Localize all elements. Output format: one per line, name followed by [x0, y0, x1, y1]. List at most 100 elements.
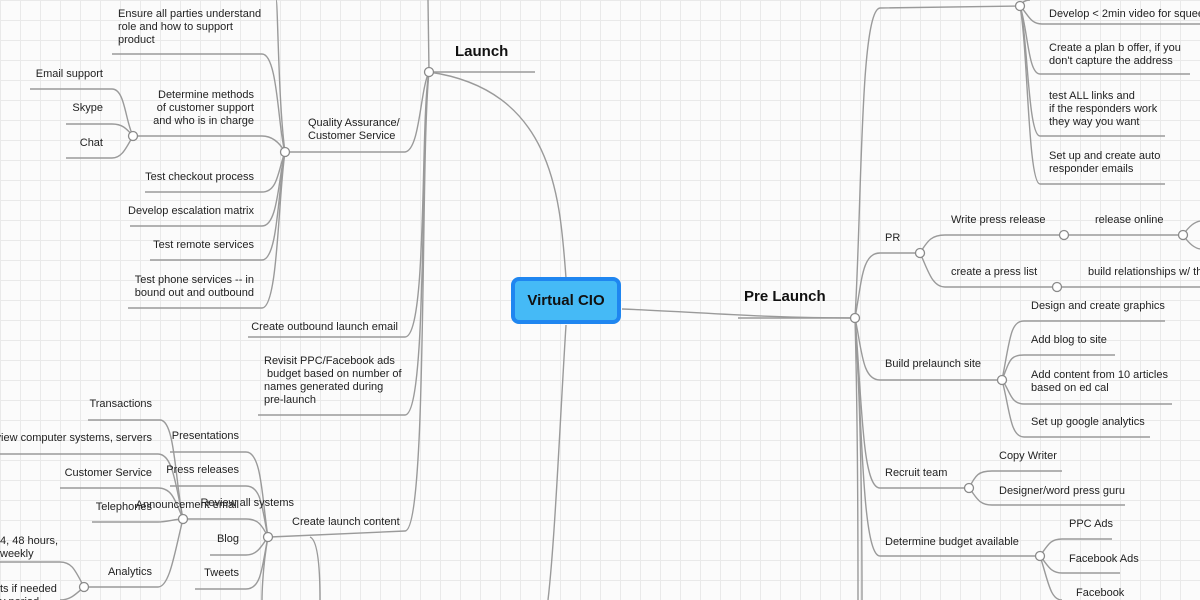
edge-prelaunch-pr: [854, 252, 920, 319]
edge-review-analytics: [84, 518, 184, 588]
topic-copy-writer[interactable]: Copy Writer: [999, 450, 1057, 462]
topic-ppc-ads[interactable]: PPC Ads: [1069, 518, 1114, 530]
edge-qa-methods: [133, 135, 286, 153]
topic-pr[interactable]: PR: [885, 232, 900, 244]
edge-review-servers: [0, 453, 184, 520]
edge-squeeze-auto: [1019, 5, 1165, 185]
edge-center-launch-bottom: [547, 324, 567, 600]
topic-press-releases[interactable]: Press releases: [166, 464, 239, 476]
site-node-dot[interactable]: [996, 374, 1008, 386]
edge-qa-ensure-top: [275, 0, 286, 153]
qa-label[interactable]: Quality Assurance/Customer Service: [308, 117, 401, 142]
topic-analytics-intervals[interactable]: 4, 48 hours,weekly: [0, 535, 58, 560]
methods-node-dot[interactable]: [127, 130, 139, 142]
topic-build-site[interactable]: Build prelaunch site: [885, 358, 981, 370]
topic-designer[interactable]: Designer/word press guru: [999, 485, 1125, 497]
topic-release-online[interactable]: release online: [1095, 214, 1164, 226]
edge-content-down: [261, 536, 269, 600]
edge-prelaunch-down2: [854, 317, 859, 600]
edge-site-blog: [1001, 354, 1115, 381]
edge-prelaunch-budget: [854, 317, 1040, 557]
write-node-dot[interactable]: [1058, 229, 1070, 241]
topic-escalation-matrix[interactable]: Develop escalation matrix: [128, 205, 254, 217]
edge-site-graphics: [1001, 320, 1165, 381]
edge-center-prelaunch: [621, 308, 856, 319]
topic-test-remote[interactable]: Test remote services: [153, 239, 254, 251]
topic-analytics[interactable]: Analytics: [108, 566, 153, 578]
launch-label[interactable]: Launch: [455, 43, 508, 60]
edge-qa-ensure: [112, 53, 286, 153]
topic-announcement-email[interactable]: Announcement email: [136, 499, 239, 511]
edge-qa-phone: [128, 151, 286, 309]
edge-methods-skype: [66, 123, 134, 137]
topic-determine-budget[interactable]: Determine budget available: [885, 536, 1019, 548]
team-node-dot[interactable]: [963, 482, 975, 494]
squeeze-node-dot[interactable]: [1014, 0, 1026, 12]
topic-write-press-release[interactable]: Write press release: [951, 214, 1046, 226]
topic-squeeze-video[interactable]: Develop < 2min video for squee: [1049, 8, 1200, 20]
review-node-dot[interactable]: [177, 513, 189, 525]
topic-email-support[interactable]: Email support: [36, 68, 103, 80]
central-topic[interactable]: Virtual CIO: [511, 277, 621, 324]
prelaunch-node-dot[interactable]: [849, 312, 861, 324]
topic-recruit-team[interactable]: Recruit team: [885, 467, 947, 479]
topic-build-relationships[interactable]: build relationships w/ th: [1088, 266, 1200, 278]
edge-prelaunch-down: [854, 317, 863, 600]
topic-blog[interactable]: Blog: [217, 533, 239, 545]
edge-content-press: [170, 485, 269, 538]
edge-pr-list: [919, 252, 1057, 288]
edge-budget-fb2: [1039, 555, 1063, 600]
topic-review-systems[interactable]: Review all systems: [200, 497, 294, 509]
topic-facebook[interactable]: Facebook: [1076, 587, 1125, 599]
topic-test-checkout[interactable]: Test checkout process: [145, 171, 254, 183]
prelaunch-label[interactable]: Pre Launch: [744, 288, 826, 305]
edge-pr-write: [919, 234, 1064, 254]
qa-node-dot[interactable]: [279, 146, 291, 158]
launch-node-dot[interactable]: [423, 66, 435, 78]
topic-tweets[interactable]: Tweets: [204, 567, 239, 579]
topic-add-blog[interactable]: Add blog to site: [1031, 334, 1107, 346]
topic-skype[interactable]: Skype: [72, 102, 103, 114]
topic-chat[interactable]: Chat: [80, 137, 103, 149]
topic-press-list[interactable]: create a press list: [951, 266, 1037, 278]
edge-launch-trunk: [427, 0, 430, 73]
topic-facebook-ads[interactable]: Facebook Ads: [1069, 553, 1139, 565]
topic-launch-content[interactable]: Create launch content: [292, 516, 400, 528]
edge-launch-content: [269, 71, 430, 538]
topic-view-systems[interactable]: view computer systems, servers: [0, 432, 152, 444]
edge-methods-email: [30, 88, 134, 137]
edge-content-right: [309, 536, 321, 600]
edge-review-cs: [60, 487, 184, 520]
pr-node-dot[interactable]: [914, 247, 926, 259]
topic-revisit-ppc[interactable]: Revisit PPC/Facebook ads budget based on…: [264, 355, 403, 406]
edge-prelaunch-site: [854, 317, 1002, 381]
budget-node-dot[interactable]: [1034, 550, 1046, 562]
online-node-dot[interactable]: [1177, 229, 1189, 241]
edge-squeeze-planb: [1019, 5, 1190, 75]
topic-transactions[interactable]: Transactions: [89, 398, 152, 410]
edge-center-launch: [428, 71, 567, 279]
topic-customer-service[interactable]: Customer Service: [65, 467, 152, 479]
edge-launch-qa: [285, 71, 430, 153]
topic-telephones[interactable]: Telephones: [96, 501, 153, 513]
edge-review-phones: [92, 518, 184, 523]
topic-analytics-adjust[interactable]: ts if neededy period: [0, 583, 57, 600]
topic-presentations[interactable]: Presentations: [172, 430, 240, 442]
topic-design-graphics[interactable]: Design and create graphics: [1031, 300, 1165, 312]
content-node-dot[interactable]: [262, 531, 274, 543]
list-node-dot[interactable]: [1051, 281, 1063, 293]
topic-outbound-email[interactable]: Create outbound launch email: [251, 321, 398, 333]
edge-content-presentations: [170, 451, 269, 538]
edge-prelaunch-squeeze: [854, 5, 1021, 319]
topic-google-analytics[interactable]: Set up google analytics: [1031, 416, 1145, 428]
edge-analytics-a: [0, 561, 85, 588]
analytics-node-dot[interactable]: [78, 581, 90, 593]
